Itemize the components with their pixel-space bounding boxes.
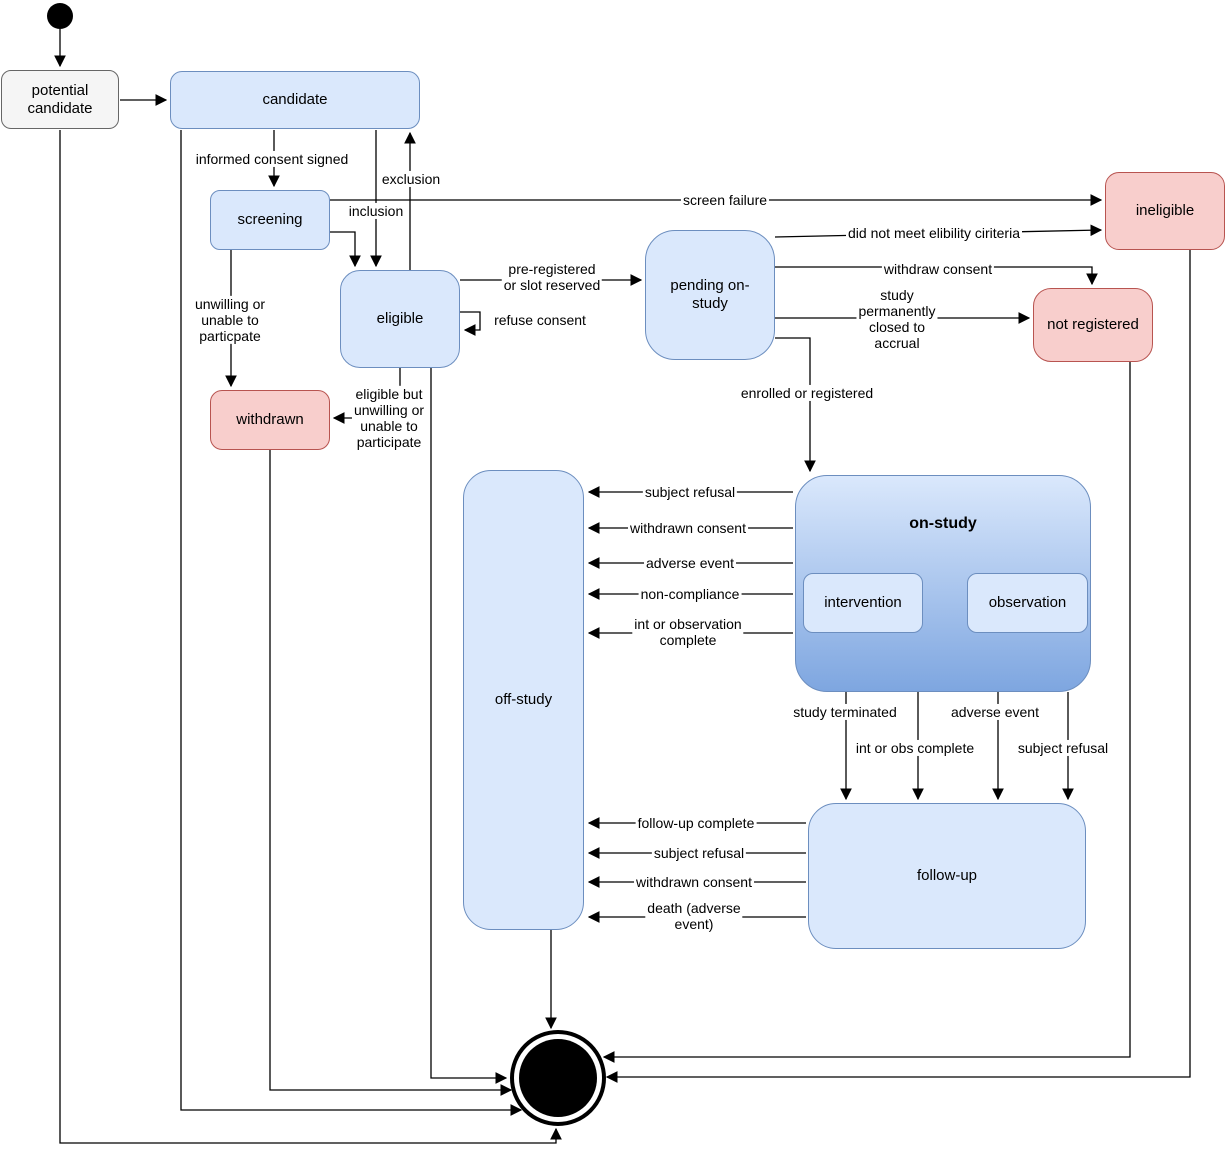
label-unwilling-unable: unwilling or unable to particpate [192, 295, 268, 345]
state-potential-candidate: potential candidate [1, 70, 119, 129]
label-followup-withdrawn-consent: withdrawn consent [634, 873, 754, 891]
edge-screening-to-eligible [330, 231, 361, 268]
state-eligible: eligible [340, 270, 460, 368]
label-onstudy-non-compliance: non-compliance [638, 585, 742, 603]
label-enrolled-or-registered: enrolled or registered [738, 384, 876, 402]
label-exclusion: exclusion [379, 170, 443, 188]
on-study-title: on-study [909, 515, 977, 532]
state-off-study: off-study [463, 470, 584, 930]
label-followdown-subject-refusal: subject refusal [1015, 739, 1111, 757]
state-follow-up: follow-up [808, 803, 1086, 949]
edge-pending-to-on-study [775, 337, 816, 473]
label-screen-failure: screen failure [680, 191, 770, 209]
edge-eligible-self-loop [460, 311, 481, 336]
label-pre-registered: pre-registered or slot reserved [501, 260, 603, 294]
state-withdrawn: withdrawn [210, 390, 330, 450]
label-followdown-adverse-event: adverse event [949, 703, 1041, 721]
initial-state [47, 3, 73, 29]
label-int-or-obs-complete: int or obs complete [853, 739, 977, 757]
state-screening: screening [210, 190, 330, 250]
label-eligible-but-unwilling: eligible but unwilling or unable to part… [351, 385, 427, 451]
final-state [510, 1030, 606, 1126]
label-informed-consent-signed: informed consent signed [193, 150, 351, 168]
state-intervention: intervention [803, 573, 923, 633]
label-onstudy-adverse-event: adverse event [644, 554, 736, 572]
label-follow-up-complete: follow-up complete [635, 814, 757, 832]
final-state-inner [519, 1039, 597, 1117]
label-study-closed: study permanently closed to accrual [856, 286, 938, 352]
label-followup-subject-refusal: subject refusal [651, 844, 747, 862]
state-not-registered: not registered [1033, 288, 1153, 362]
label-withdraw-consent: withdraw consent [881, 260, 995, 278]
label-onstudy-int-obs-complete: int or observation complete [632, 615, 744, 649]
label-death-adverse-event: death (adverse event) [645, 899, 743, 933]
state-pending-on-study: pending on- study [645, 230, 775, 360]
label-onstudy-subject-refusal: subject refusal [642, 483, 738, 501]
state-ineligible: ineligible [1105, 172, 1225, 250]
label-inclusion: inclusion [346, 202, 406, 220]
state-candidate: candidate [170, 71, 420, 129]
label-did-not-meet: did not meet elibility ciriteria [846, 224, 1022, 242]
label-onstudy-withdrawn-consent: withdrawn consent [628, 519, 748, 537]
label-study-terminated: study terminated [791, 703, 899, 721]
state-observation: observation [967, 573, 1088, 633]
label-refuse-consent: refuse consent [492, 311, 588, 329]
